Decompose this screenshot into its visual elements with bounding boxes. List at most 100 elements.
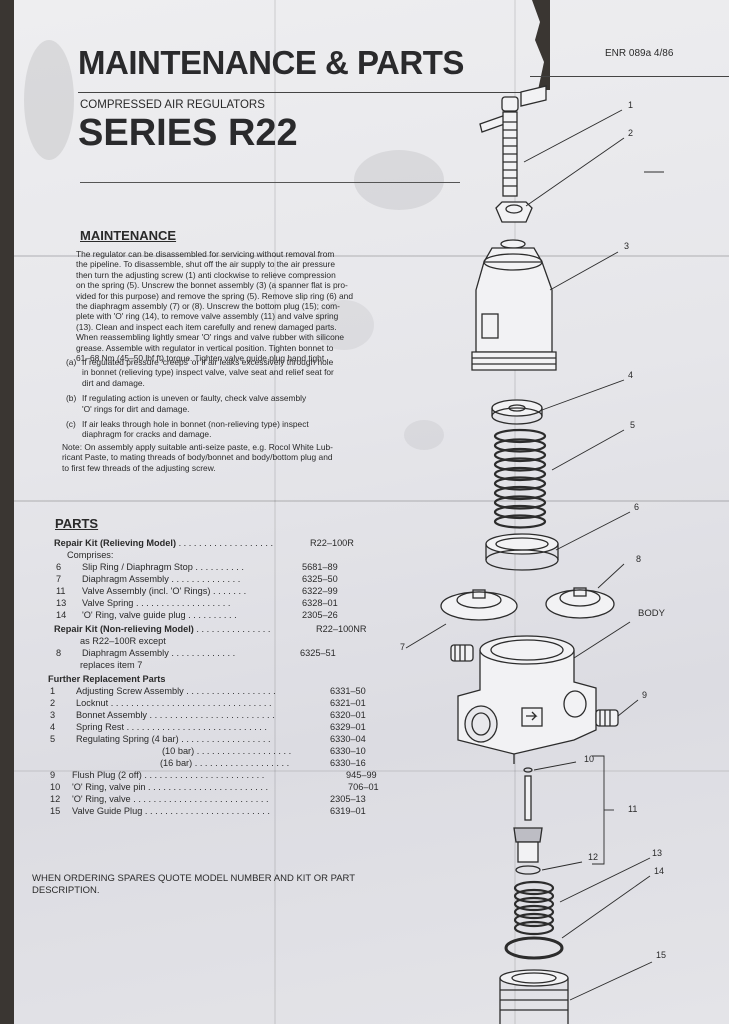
spring-coil (513, 904, 555, 920)
spring-coil (493, 428, 547, 444)
part-description: 'O' Ring, valve guide plug . . . . . . .… (82, 610, 237, 620)
callout-body: BODY (638, 608, 665, 619)
maintenance-line: on the spring (5). Unscrew the bonnet as… (76, 280, 348, 291)
spring-coil (513, 880, 555, 896)
part-name: Spring Rest (76, 722, 125, 732)
checklist-label: (c) (66, 419, 76, 430)
part-code: 6320–01 (330, 710, 366, 720)
callout-6: 6 (634, 502, 640, 512)
part-number: 6 (56, 562, 62, 572)
paper-tear (532, 0, 550, 90)
part-description: Diaphragm Assembly . . . . . . . . . . .… (82, 648, 235, 658)
spring-coil (493, 438, 547, 453)
spring-coil (493, 485, 547, 501)
maintenance-line: (13). Clean and inspect each item carefu… (76, 321, 337, 332)
callout-10: 10 (584, 754, 595, 764)
part-description: 'O' Ring, valve . . . . . . . . . . . . … (72, 794, 269, 804)
valve-spring-drawing (513, 880, 555, 936)
part-number: 11 (56, 586, 66, 596)
part-name: 'O' Ring, valve (72, 794, 131, 804)
diaphragm-assembly-8-drawing (545, 587, 615, 619)
smudge (404, 420, 444, 450)
regulator-body-drawing (457, 635, 597, 764)
part-code: 2305–13 (330, 794, 366, 804)
note-line: to first few threads of the adjusting sc… (62, 462, 216, 473)
spring-coil (493, 466, 547, 482)
ordering-instruction: WHEN ORDERING SPARES QUOTE MODEL NUMBER … (32, 873, 355, 896)
part-description: Slip Ring / Diaphragm Stop . . . . . . .… (82, 562, 244, 572)
maintenance-body: The regulator can be disassembled for se… (76, 249, 376, 363)
maintenance-line: grease. Assemble with regulator in verti… (76, 342, 334, 353)
fold-line (14, 770, 729, 772)
leader-dots: . . . . . . . (210, 586, 247, 596)
maintenance-line: then turn the adjusting screw (1) anti c… (76, 269, 336, 280)
part-name: Slip Ring / Diaphragm Stop (82, 562, 193, 572)
leader-dots: . . . . . . . . . . . . . (168, 648, 236, 658)
parts-note: Comprises: (67, 550, 114, 560)
checklist-text: If air leaks through hole in bonnet (non… (82, 419, 309, 440)
flush-plug-drawing (450, 644, 619, 727)
part-description: Flush Plug (2 off) . . . . . . . . . . .… (72, 770, 264, 780)
fold-line (14, 500, 729, 502)
spring-coil (513, 920, 555, 936)
leader-dots: . . . . . . . . . . . . . . . . . . . (194, 746, 292, 756)
callout-8: 8 (636, 554, 642, 564)
leader-dots: . . . . . . . . . . . . . . . (193, 624, 271, 634)
spring-coil (493, 457, 547, 472)
maintenance-line: 61–68 Nm (45–50 lbf ft) torque. Tighten … (76, 353, 327, 364)
part-variant: (16 bar) . . . . . . . . . . . . . . . .… (160, 758, 289, 768)
part-code: 6328–01 (302, 598, 338, 608)
part-number: 7 (56, 574, 62, 584)
callout-3: 3 (624, 241, 630, 251)
leader-dots: . . . . . . . . . . . . . . . . . . . . … (108, 698, 272, 708)
part-number: 4 (50, 722, 56, 732)
spring-coil (493, 504, 547, 520)
part-number: 8 (56, 648, 62, 658)
part-code: 945–99 (346, 770, 377, 780)
part-variant: (10 bar) . . . . . . . . . . . . . . . .… (162, 746, 291, 756)
maintenance-line: The regulator can be disassembled for se… (76, 249, 335, 259)
part-description: Valve Spring . . . . . . . . . . . . . .… (82, 598, 230, 608)
smudge (354, 150, 444, 210)
leader-dots: . . . . . . . . . . . . . . . . . . (183, 686, 276, 696)
callout-5: 5 (630, 420, 636, 430)
callout-9: 9 (642, 690, 648, 700)
part-number: 1 (50, 686, 56, 696)
part-description: Valve Assembly (incl. 'O' Rings) . . . .… (82, 586, 246, 596)
leader-dots: . . . . . . . . . . . . . . . . . . (178, 734, 271, 744)
section-rule (80, 182, 460, 183)
checklist-line: dirt and damage. (82, 377, 145, 388)
parts-note: as R22–100R except (80, 636, 166, 646)
callout-13: 13 (652, 848, 663, 858)
section-label: Repair Kit (Non-relieving Model) (54, 624, 194, 634)
leader-dots: . . . . . . . . . . . . . . . . . . . . … (147, 710, 275, 720)
product-subtitle: COMPRESSED AIR REGULATORS (80, 99, 265, 111)
part-name: Adjusting Screw Assembly (76, 686, 184, 696)
part-number: 12 (50, 794, 61, 804)
section-label: Repair Kit (Relieving Model) (54, 538, 177, 548)
leader-dots: . . . . . . . . . . . . . . (168, 574, 241, 584)
parts-note: replaces item 7 (80, 660, 143, 670)
callout-4: 4 (628, 370, 634, 380)
locknut-drawing (495, 201, 533, 223)
maintenance-line: When reassembling lightly smear 'O' ring… (76, 332, 345, 343)
leader-dots: . . . . . . . . . . (185, 610, 237, 620)
section-label: Further Replacement Parts (48, 674, 166, 684)
part-code: 6325–51 (300, 648, 336, 658)
part-name: Diaphragm Assembly (82, 648, 169, 658)
bonnet-drawing (471, 239, 557, 371)
part-code: 6330–04 (330, 734, 366, 744)
part-code: R22–100R (310, 538, 354, 548)
part-name: Valve Guide Plug (72, 806, 143, 816)
part-number: 10 (50, 782, 61, 792)
leader-dots: . . . . . . . . . . . . . . . . . . . . … (124, 722, 267, 732)
spring-coil (493, 447, 547, 463)
part-code: 6321–01 (330, 698, 366, 708)
part-code: 2305–26 (302, 610, 338, 620)
callout-1: 1 (628, 100, 634, 110)
page-title: MAINTENANCE & PARTS (78, 44, 464, 81)
part-number: 3 (50, 710, 56, 720)
callout-leaders (405, 109, 664, 1001)
checklist-text: If regulating action is uneven or faulty… (82, 393, 306, 414)
fold-line (514, 0, 516, 1024)
